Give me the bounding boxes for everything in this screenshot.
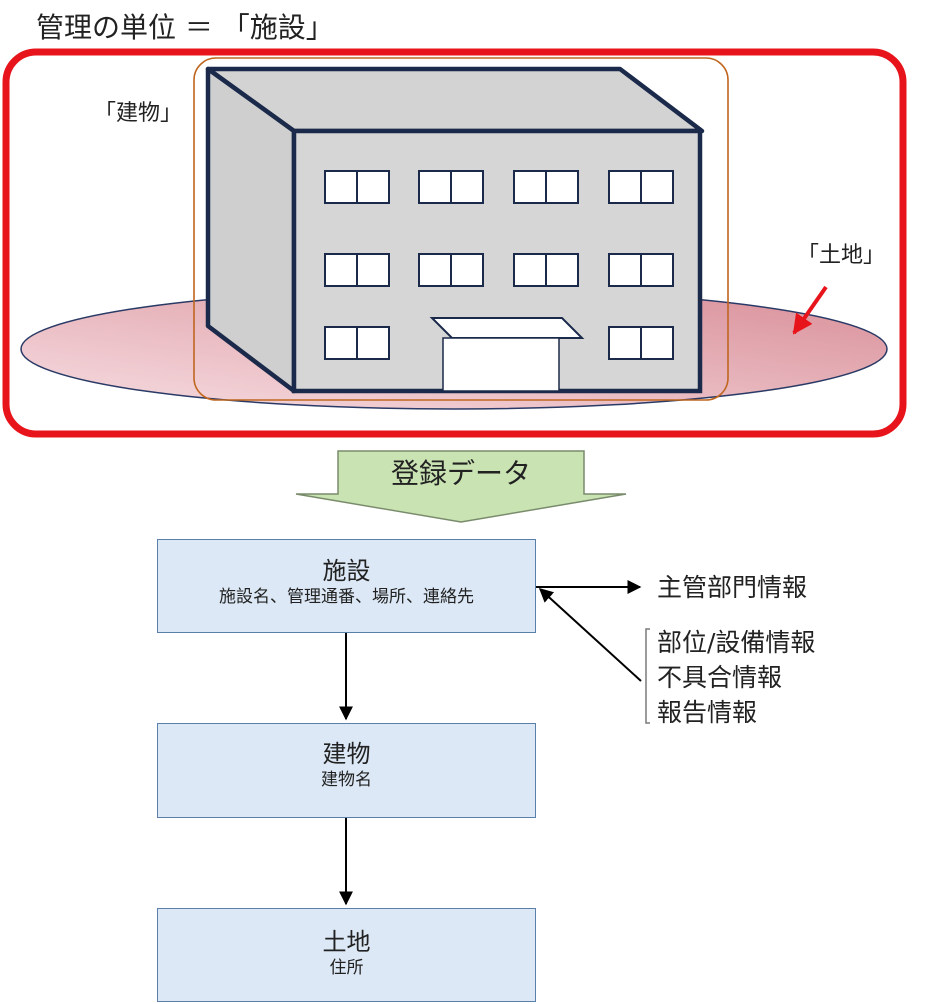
department-info: 主管部門情報 <box>657 573 808 602</box>
building-label: 「建物」 <box>94 101 183 126</box>
building-box: 建物 建物名 <box>157 723 536 818</box>
building-fields: 建物名 <box>321 770 372 790</box>
related-info-reports: 報告情報 <box>657 698 758 727</box>
land-pointer-arrow <box>792 285 828 335</box>
facility-title: 施設 <box>322 557 371 585</box>
facility-fields: 施設名、管理通番、場所、連絡先 <box>219 587 474 607</box>
land-box: 土地 住所 <box>157 908 536 1002</box>
entrance-canopy <box>429 317 585 339</box>
land-label: 「土地」 <box>797 243 886 268</box>
building-outline <box>193 57 729 401</box>
facility-box: 施設 施設名、管理通番、場所、連絡先 <box>157 539 536 633</box>
facility-frame <box>2 48 907 438</box>
related-info-parts: 部位/設備情報 <box>657 628 816 657</box>
building-illustration <box>205 66 705 394</box>
related-info-bracket <box>645 628 650 724</box>
building-title: 建物 <box>322 740 371 768</box>
registration-arrow <box>295 450 627 523</box>
registration-arrow-label: 登録データ <box>390 457 531 490</box>
entrance-door <box>442 337 560 392</box>
related-info-arrow <box>538 588 642 682</box>
land-title: 土地 <box>322 928 371 956</box>
related-info-defects: 不具合情報 <box>657 663 783 692</box>
page-title: 管理の単位 ＝ 「施設」 <box>36 11 334 44</box>
land-fields: 住所 <box>329 958 364 978</box>
windows <box>324 170 674 360</box>
